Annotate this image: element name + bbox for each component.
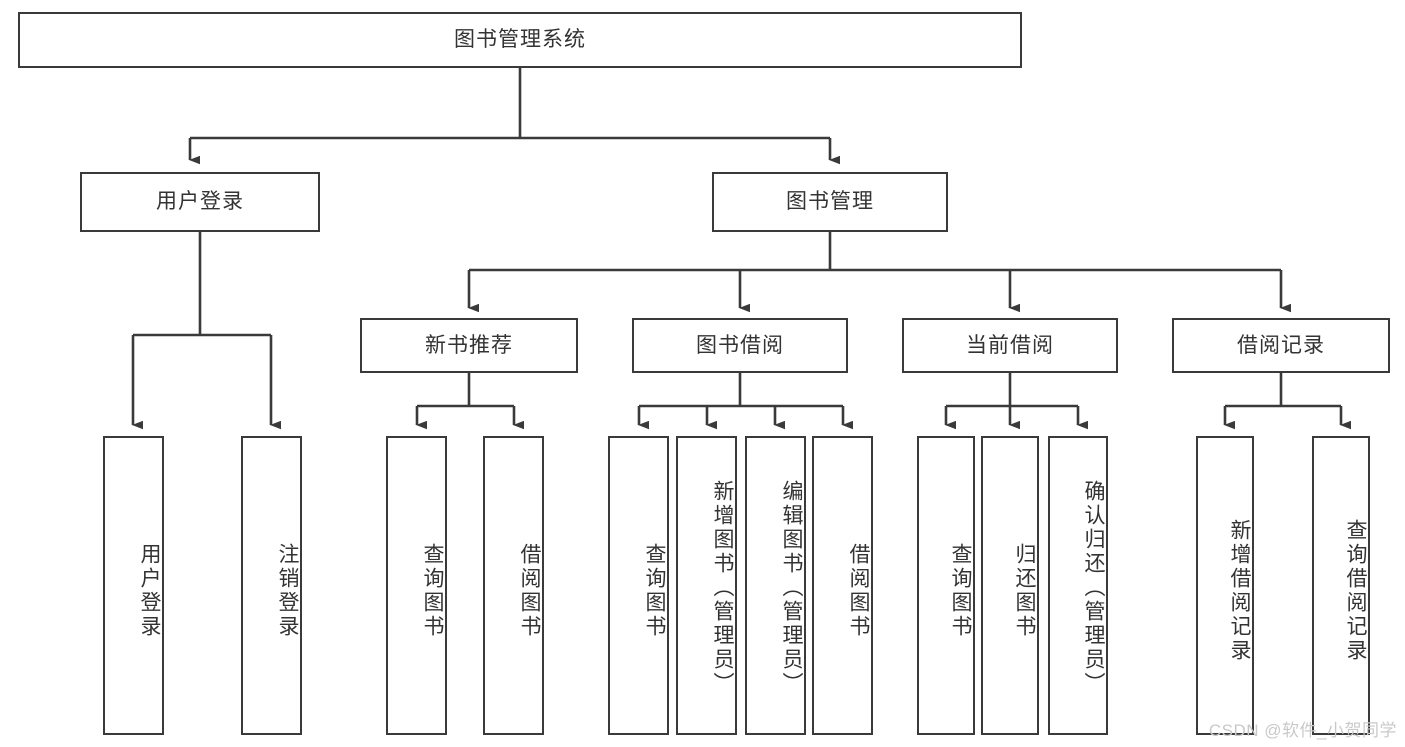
leaf-borrow-query-book[interactable]: 查询图书 <box>608 436 669 735</box>
node-new-book-recommendation[interactable]: 新书推荐 <box>360 318 578 373</box>
node-borrowing-record[interactable]: 借阅记录 <box>1172 318 1390 373</box>
leaf-borrow-edit-book-admin[interactable]: 编辑图书（管理员） <box>745 436 806 735</box>
leaf-user-login[interactable]: 用户登录 <box>103 436 164 735</box>
leaf-current-confirm-return-admin[interactable]: 确认归还（管理员） <box>1048 436 1108 735</box>
node-root-book-management-system[interactable]: 图书管理系统 <box>18 12 1022 68</box>
leaf-current-query-book[interactable]: 查询图书 <box>917 436 975 735</box>
leaf-current-return-book[interactable]: 归还图书 <box>981 436 1039 735</box>
leaf-borrow-lend-book[interactable]: 借阅图书 <box>812 436 873 735</box>
node-book-management[interactable]: 图书管理 <box>712 172 948 232</box>
node-current-borrowing[interactable]: 当前借阅 <box>902 318 1118 373</box>
node-book-borrowing[interactable]: 图书借阅 <box>632 318 848 373</box>
leaf-user-logout[interactable]: 注销登录 <box>241 436 302 735</box>
leaf-borrow-add-book-admin[interactable]: 新增图书（管理员） <box>676 436 737 735</box>
leaf-record-add-borrow-record[interactable]: 新增借阅记录 <box>1196 436 1254 735</box>
leaf-record-query-borrow-record[interactable]: 查询借阅记录 <box>1312 436 1370 735</box>
leaf-recommend-borrow-book[interactable]: 借阅图书 <box>483 436 544 735</box>
leaf-recommend-query-book[interactable]: 查询图书 <box>386 436 447 735</box>
csdn-watermark: CSDN @软件_小贺同学 <box>1208 721 1397 740</box>
node-user-login[interactable]: 用户登录 <box>80 172 320 232</box>
